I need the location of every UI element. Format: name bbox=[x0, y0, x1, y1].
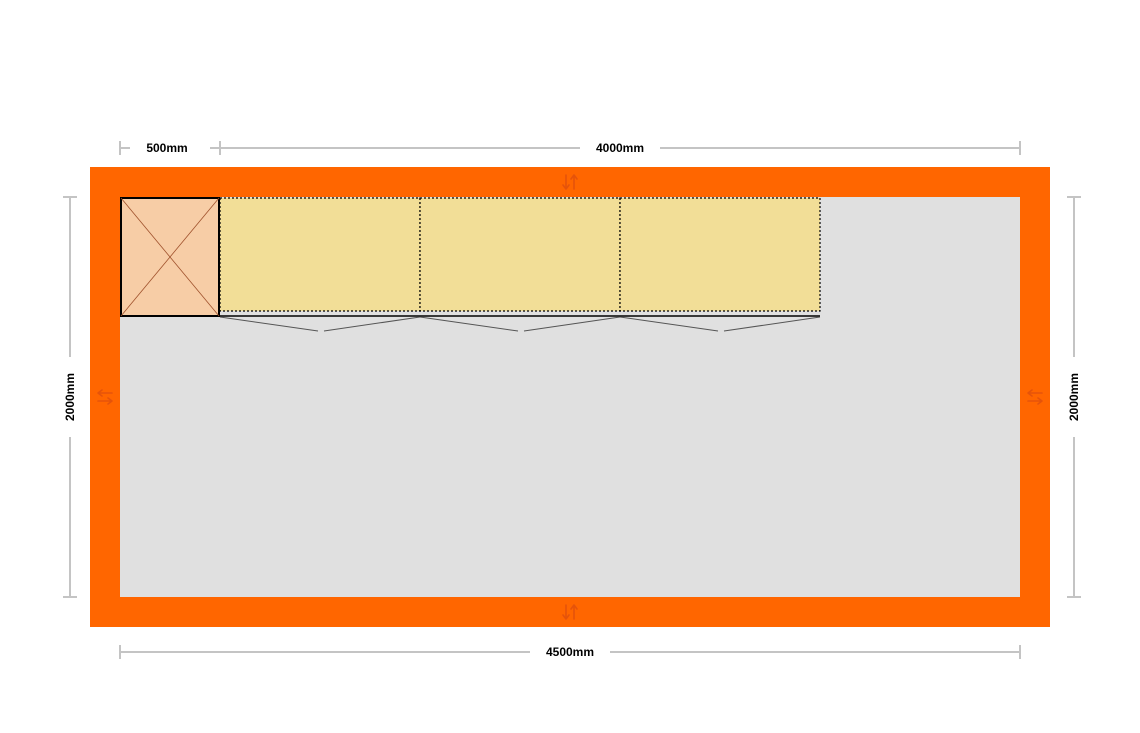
bottom-wall-arrow-icon bbox=[562, 604, 578, 620]
cabinet-1 bbox=[219, 197, 421, 312]
dimension-right: 2000mm bbox=[1067, 196, 1081, 598]
cabinet-row bbox=[219, 197, 821, 317]
door-swing-icon-3 bbox=[619, 316, 821, 332]
left-wall-arrow-icon bbox=[97, 389, 113, 405]
dimension-label-4000: 4000mm bbox=[596, 141, 644, 155]
dimension-top-right: 4000mm bbox=[219, 141, 1021, 155]
dimension-label-4500: 4500mm bbox=[546, 645, 594, 659]
dimension-label-left-2000: 2000mm bbox=[63, 373, 77, 421]
door-swing-icon-1 bbox=[219, 316, 421, 332]
dimension-label-right-2000: 2000mm bbox=[1067, 373, 1081, 421]
top-wall-arrow-icon bbox=[562, 174, 578, 190]
door-swing-icon-2 bbox=[419, 316, 621, 332]
dimension-left: 2000mm bbox=[63, 196, 77, 598]
corner-unit bbox=[120, 197, 220, 317]
dimension-bottom: 4500mm bbox=[119, 645, 1021, 659]
dimension-top-left: 500mm bbox=[119, 141, 220, 155]
dimension-label-500: 500mm bbox=[146, 141, 187, 155]
right-wall-arrow-icon bbox=[1027, 389, 1043, 405]
corner-cross-icon bbox=[120, 197, 220, 317]
cabinet-2 bbox=[419, 197, 621, 312]
door-swing-icons bbox=[219, 316, 821, 332]
cabinet-3 bbox=[619, 197, 821, 312]
